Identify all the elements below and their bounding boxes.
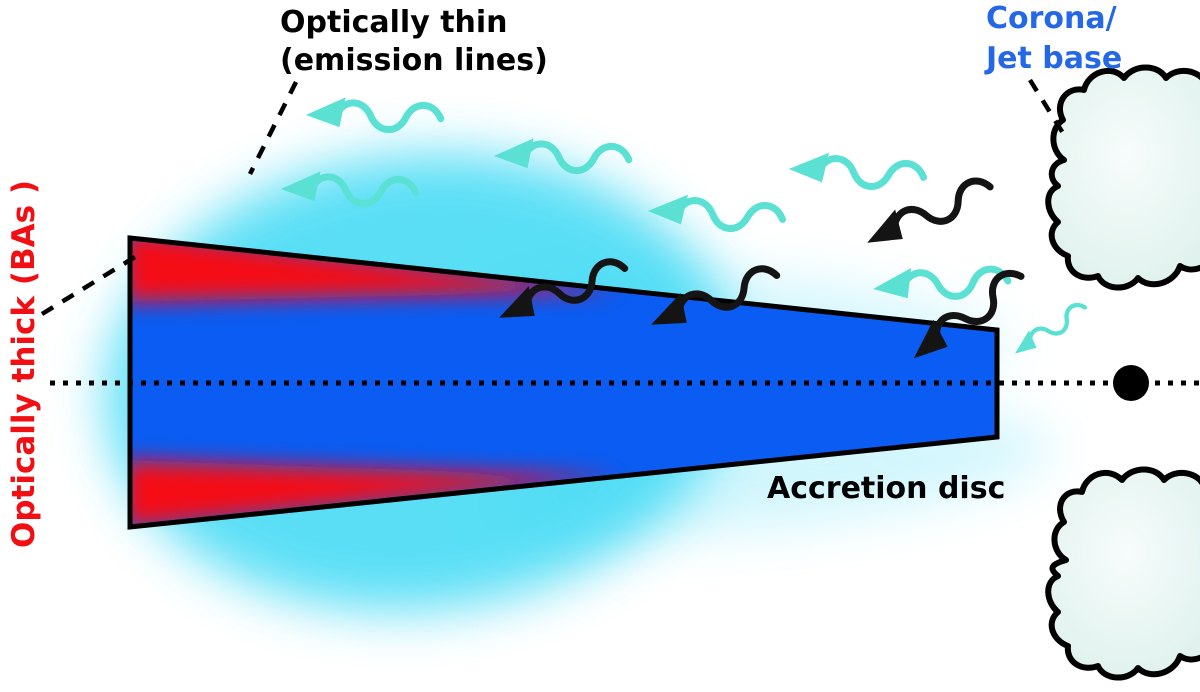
corona-cloud-top bbox=[1045, 64, 1200, 291]
corona-label-line2: Jet base bbox=[984, 41, 1122, 76]
optically-thin-connector-line bbox=[247, 80, 299, 176]
corona-cloud-bottom bbox=[1045, 466, 1200, 681]
optically-thick-label: Optically thick (BAs ) bbox=[6, 180, 42, 548]
optically-thick-connector-line bbox=[40, 255, 137, 316]
optically-thin-label-line1: Optically thin bbox=[280, 5, 508, 40]
optically-thin-label-line2: (emission lines) bbox=[280, 43, 548, 78]
black-hole-dot bbox=[1113, 365, 1149, 401]
corona-label-line1: Corona/ bbox=[986, 1, 1117, 36]
disc-hot-edge-bottom bbox=[130, 460, 620, 527]
corona-connector-line bbox=[1028, 78, 1068, 140]
disc-body bbox=[130, 238, 997, 527]
accretion-disc-label: Accretion disc bbox=[767, 471, 1005, 506]
